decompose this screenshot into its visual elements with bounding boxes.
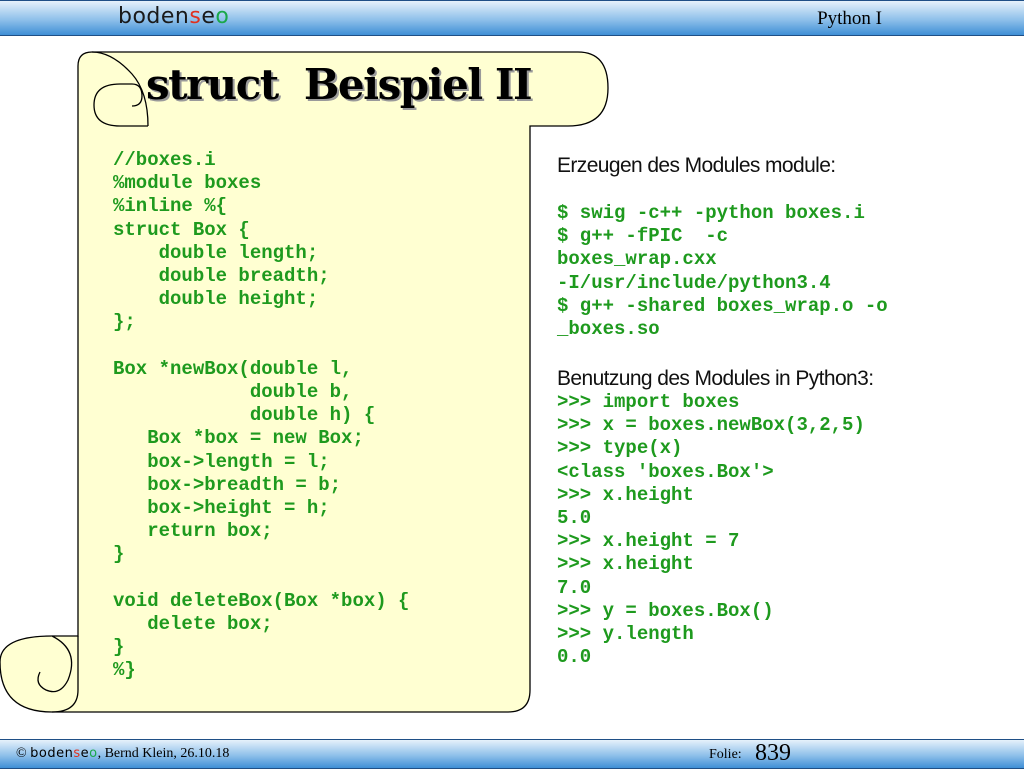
logo-text-o: o <box>215 4 230 29</box>
module-usage-heading: Benutzung des Modules in Python3: <box>557 367 874 390</box>
swig-interface-code: //boxes.i %module boxes %inline %{ struc… <box>113 149 410 682</box>
logo-text-boden: boden <box>118 4 190 29</box>
footer-bar: © bodenseo, Bernd Klein, 26.10.18 Folie:… <box>0 739 1024 769</box>
footer-logo-s: s <box>73 746 81 761</box>
footer-logo: bodenseo <box>30 746 97 761</box>
footer-author-date: , Bernd Klein, 26.10.18 <box>97 746 230 761</box>
slide-title: struct Beispiel II <box>146 60 533 109</box>
folie-label: Folie: <box>709 747 742 762</box>
footer-credit: © bodenseo, Bernd Klein, 26.10.18 <box>16 746 229 762</box>
header-bar: bodenseo Python I <box>0 0 1024 36</box>
footer-logo-e: e <box>80 746 90 761</box>
footer-logo-o: o <box>89 746 98 761</box>
build-commands-code: $ swig -c++ -python boxes.i $ g++ -fPIC … <box>557 202 888 341</box>
module-creation-heading: Erzeugen des Modules module: <box>557 154 836 177</box>
course-title: Python I <box>817 8 882 29</box>
python-session-code: >>> import boxes >>> x = boxes.newBox(3,… <box>557 391 865 669</box>
bodenseo-logo: bodenseo <box>118 4 229 29</box>
footer-logo-boden: boden <box>30 746 74 761</box>
logo-text-e: e <box>201 4 216 29</box>
copyright-symbol: © <box>16 746 27 761</box>
folie-number: 839 <box>755 740 791 766</box>
logo-text-s: s <box>189 4 202 29</box>
